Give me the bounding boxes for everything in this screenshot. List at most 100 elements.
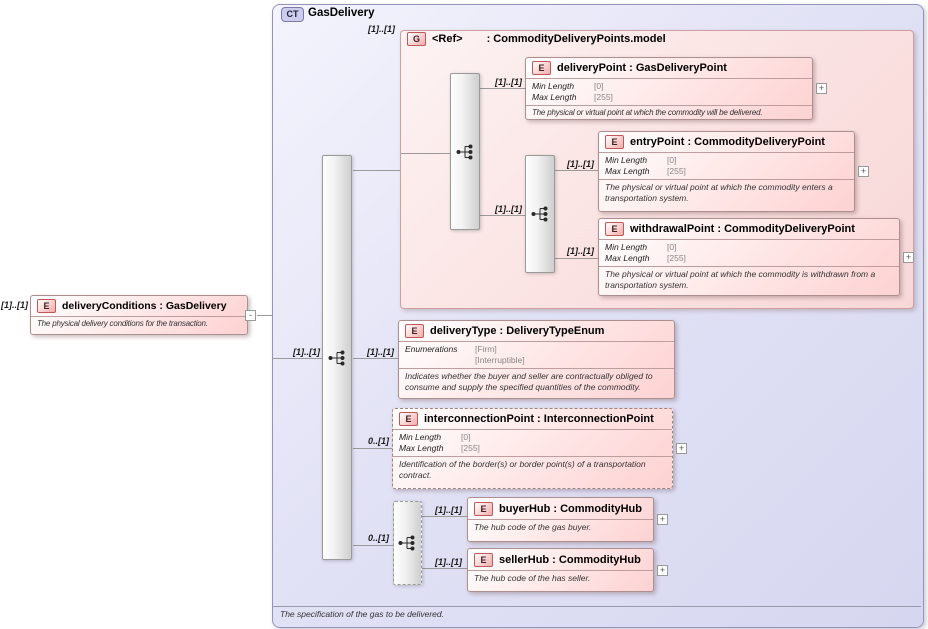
connector-to-buyer-hub xyxy=(422,516,467,517)
group-ref-name: <Ref> xyxy=(432,33,463,45)
connector-to-hub-sequence xyxy=(353,545,393,546)
facet-name: Min Length xyxy=(532,81,575,91)
element-buyer-hub[interactable]: E buyerHub : CommodityHub The hub code o… xyxy=(467,497,654,542)
element-title: deliveryType : DeliveryTypeEnum xyxy=(430,325,605,337)
element-title: deliveryPoint : GasDeliveryPoint xyxy=(557,62,727,74)
facet-value: [0] xyxy=(461,432,471,442)
connector-to-seller-hub xyxy=(422,568,467,569)
facet-value: [0] xyxy=(667,155,677,165)
cardinality-main-sequence: [1]..[1] xyxy=(293,347,320,357)
facet-name: Min Length xyxy=(605,155,648,165)
element-title: entryPoint : CommodityDeliveryPoint xyxy=(630,136,825,148)
connector-sequence-to-group xyxy=(353,170,400,171)
expand-button[interactable]: + xyxy=(858,166,869,177)
facet-value: [0] xyxy=(667,242,677,252)
facet-value: [255] xyxy=(667,253,686,263)
facets: Min Length [0] Max Length [255] xyxy=(393,429,672,456)
expand-button[interactable]: + xyxy=(657,565,668,576)
cardinality-root: [1]..[1] xyxy=(1,300,28,310)
cardinality-delivery-type: [1]..[1] xyxy=(367,347,394,357)
connector-type-to-sequence xyxy=(272,358,322,359)
sequence-bar-hubs xyxy=(393,501,422,585)
connector-to-choice-sequence xyxy=(480,215,525,216)
cardinality-entry-point: [1]..[1] xyxy=(567,159,594,169)
complex-type-title: GasDelivery xyxy=(308,7,375,19)
element-icon: E xyxy=(605,135,624,149)
cardinality-withdrawal-point: [1]..[1] xyxy=(567,246,594,256)
enum-value: [Firm] xyxy=(475,344,497,354)
element-title: interconnectionPoint : InterconnectionPo… xyxy=(424,413,654,425)
facet-name: Max Length xyxy=(399,443,444,453)
cardinality-seller-hub: [1]..[1] xyxy=(435,557,462,567)
cardinality-buyer-hub: [1]..[1] xyxy=(435,505,462,515)
element-annotation: The hub code of the has seller. xyxy=(468,570,653,587)
element-annotation: The physical or virtual point at which t… xyxy=(599,179,854,206)
facet-value: [255] xyxy=(461,443,480,453)
element-icon: E xyxy=(399,412,418,426)
facet-name: Max Length xyxy=(605,166,650,176)
facets: Min Length [0] Max Length [255] xyxy=(599,239,899,266)
group-icon: G xyxy=(407,32,426,46)
facet-name: Max Length xyxy=(532,92,577,102)
element-icon: E xyxy=(474,502,493,516)
facet-name: Min Length xyxy=(399,432,442,442)
element-icon: E xyxy=(474,553,493,567)
element-entry-point[interactable]: E entryPoint : CommodityDeliveryPoint Mi… xyxy=(598,131,855,212)
element-title: withdrawalPoint : CommodityDeliveryPoint xyxy=(630,223,855,235)
sequence-icon xyxy=(456,144,472,159)
facet-name: Max Length xyxy=(605,253,650,263)
enum-label-spacer xyxy=(405,355,475,366)
enumerations: Enumerations [Firm] [Interruptible] xyxy=(399,341,674,368)
connector-to-entry-point xyxy=(555,170,598,171)
expand-button[interactable]: + xyxy=(676,443,687,454)
connector-root-to-type xyxy=(257,315,272,316)
facet-value: [255] xyxy=(667,166,686,176)
element-delivery-point[interactable]: E deliveryPoint : GasDeliveryPoint Min L… xyxy=(525,57,813,120)
connector-to-delivery-type xyxy=(353,358,398,359)
element-icon: E xyxy=(532,61,551,75)
connector-to-delivery-point xyxy=(480,88,525,89)
connector-to-withdrawal-point xyxy=(555,258,598,259)
complex-type-annotation: The specification of the gas to be deliv… xyxy=(280,609,444,619)
sequence-icon xyxy=(328,350,344,365)
cardinality-delivery-point: [1]..[1] xyxy=(495,77,522,87)
connector-to-interconnection-point xyxy=(353,448,392,449)
collapse-button[interactable]: - xyxy=(245,310,256,321)
sequence-icon xyxy=(398,535,415,551)
expand-button[interactable]: + xyxy=(903,252,914,263)
cardinality-hub-sequence: 0..[1] xyxy=(367,533,389,543)
expand-button[interactable]: + xyxy=(657,514,668,525)
cardinality-inner-sequence: [1]..[1] xyxy=(495,204,522,214)
element-interconnection-point[interactable]: E interconnectionPoint : Interconnection… xyxy=(392,408,673,489)
element-seller-hub[interactable]: E sellerHub : CommodityHub The hub code … xyxy=(467,548,654,592)
element-annotation: The hub code of the gas buyer. xyxy=(468,519,653,536)
facets: Min Length [0] Max Length [255] xyxy=(526,78,812,105)
element-title: buyerHub : CommodityHub xyxy=(499,503,642,515)
facet-value: [0] xyxy=(594,81,604,91)
sequence-icon xyxy=(531,206,547,222)
facets: Min Length [0] Max Length [255] xyxy=(599,152,854,179)
enum-label: Enumerations xyxy=(405,344,458,354)
cardinality-interconnection-point: 0..[1] xyxy=(367,436,389,446)
connector-group-to-inner-sequence xyxy=(401,153,450,154)
element-title: sellerHub : CommodityHub xyxy=(499,554,641,566)
element-annotation: Indicates whether the buyer and seller a… xyxy=(399,368,674,395)
footer-separator xyxy=(273,606,921,607)
element-delivery-conditions[interactable]: E deliveryConditions : GasDelivery The p… xyxy=(30,295,248,335)
enum-value: [Interruptible] xyxy=(475,355,525,365)
facet-name: Min Length xyxy=(605,242,648,252)
facet-value: [255] xyxy=(594,92,613,102)
cardinality-group: [1]..[1] xyxy=(368,24,395,34)
element-delivery-type[interactable]: E deliveryType : DeliveryTypeEnum Enumer… xyxy=(398,320,675,399)
sequence-bar-group xyxy=(450,73,480,230)
element-annotation: The physical or virtual point at which t… xyxy=(599,266,899,293)
element-withdrawal-point[interactable]: E withdrawalPoint : CommodityDeliveryPoi… xyxy=(598,218,900,296)
expand-button[interactable]: + xyxy=(816,83,827,94)
group-ref-header: G <Ref> : CommodityDeliveryPoints.model xyxy=(402,30,671,48)
element-annotation: The physical or virtual point at which t… xyxy=(526,105,812,122)
complex-type-badge: CT xyxy=(281,7,304,22)
sequence-bar-points xyxy=(525,155,555,273)
group-ref-type: : CommodityDeliveryPoints.model xyxy=(486,33,666,45)
element-icon: E xyxy=(37,299,56,313)
